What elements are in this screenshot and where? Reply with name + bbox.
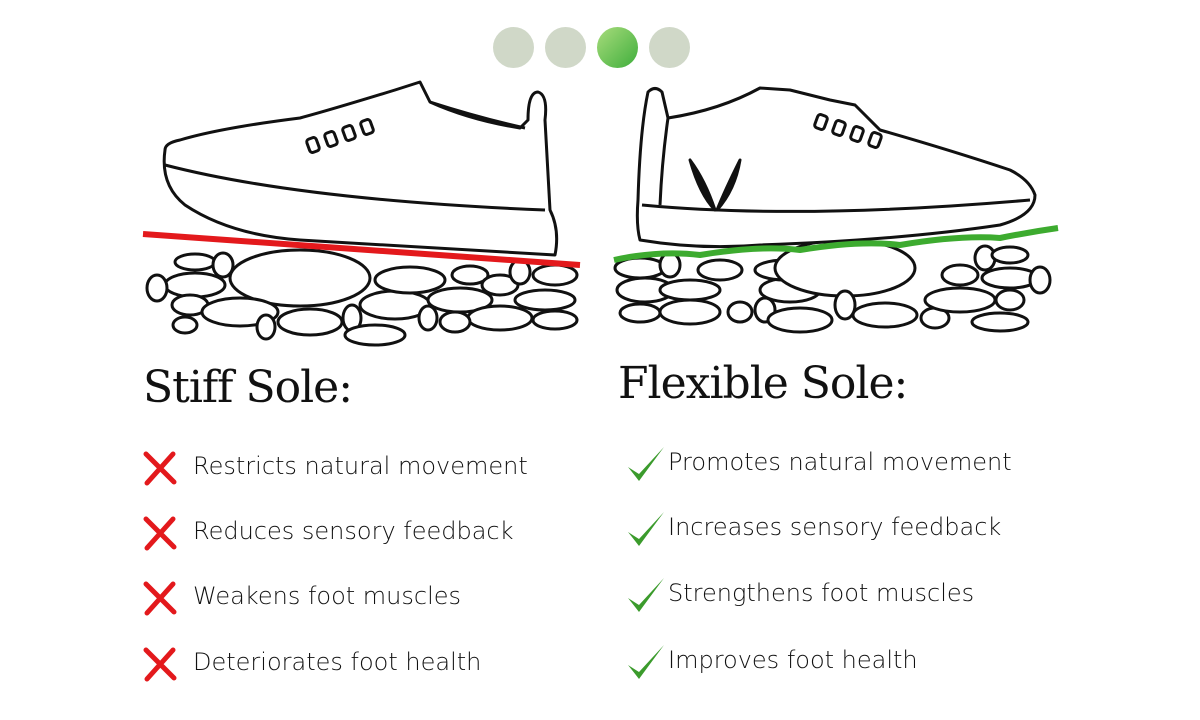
flexible-item: Strengthens foot muscles [668, 579, 975, 607]
pebble [970, 311, 1030, 333]
flexible-shoe-illustration [635, 86, 1037, 249]
pebble [618, 302, 662, 324]
stiff-shoe-illustration [162, 80, 559, 257]
pebble [923, 286, 997, 314]
pebble [696, 258, 744, 282]
pebble [228, 248, 372, 308]
flexible-item: Improves foot health [668, 646, 918, 674]
pebble [766, 306, 834, 334]
carousel-dot-3-active[interactable] [597, 27, 638, 68]
check-icon [628, 645, 664, 679]
pebble [450, 264, 490, 286]
cross-icon [143, 581, 177, 616]
stiff-item: Weakens foot muscles [193, 582, 462, 610]
pebble [726, 300, 754, 324]
pebble [373, 265, 447, 295]
flexible-sole-title: Flexible Sole: [618, 358, 908, 409]
cross-icon [143, 451, 177, 486]
flexible-item: Promotes natural movement [668, 448, 1012, 476]
stiff-sole-title: Stiff Sole: [143, 362, 353, 413]
carousel-dot-1[interactable] [493, 27, 534, 68]
pebble [994, 288, 1026, 312]
pebble [940, 263, 980, 287]
pebble [438, 310, 472, 334]
pebble [851, 301, 919, 329]
shoes-illustration [142, 80, 1059, 347]
flexible-sole-line [613, 225, 1059, 263]
carousel-dot-4[interactable] [649, 27, 690, 68]
pebble [171, 315, 199, 335]
pebble [211, 251, 235, 279]
cross-icon [143, 516, 177, 551]
pebble [466, 304, 534, 332]
pebble [990, 245, 1030, 265]
pebble [513, 288, 577, 312]
pebble [163, 271, 227, 299]
stiff-item: Reduces sensory feedback [193, 517, 514, 545]
pebble [658, 278, 722, 302]
pebble [531, 263, 579, 287]
pebble [1028, 265, 1052, 295]
check-icon [628, 447, 664, 481]
pebble [343, 323, 407, 347]
pebble [833, 289, 857, 321]
flexible-item: Increases sensory feedback [668, 513, 1002, 541]
pebble [531, 309, 579, 331]
carousel-dot-2[interactable] [545, 27, 586, 68]
stiff-item: Deteriorates foot health [193, 648, 482, 676]
check-icon [628, 512, 664, 546]
stiff-item: Restricts natural movement [193, 452, 528, 480]
pebble [173, 252, 217, 272]
stiff-sole-line [142, 231, 581, 268]
cross-icon [143, 647, 177, 682]
pebble [658, 251, 682, 279]
pebble [658, 298, 722, 326]
pebble [276, 307, 344, 337]
pebble [417, 304, 439, 332]
pebble [255, 313, 277, 341]
check-icon [628, 578, 664, 612]
pebble [145, 273, 169, 303]
